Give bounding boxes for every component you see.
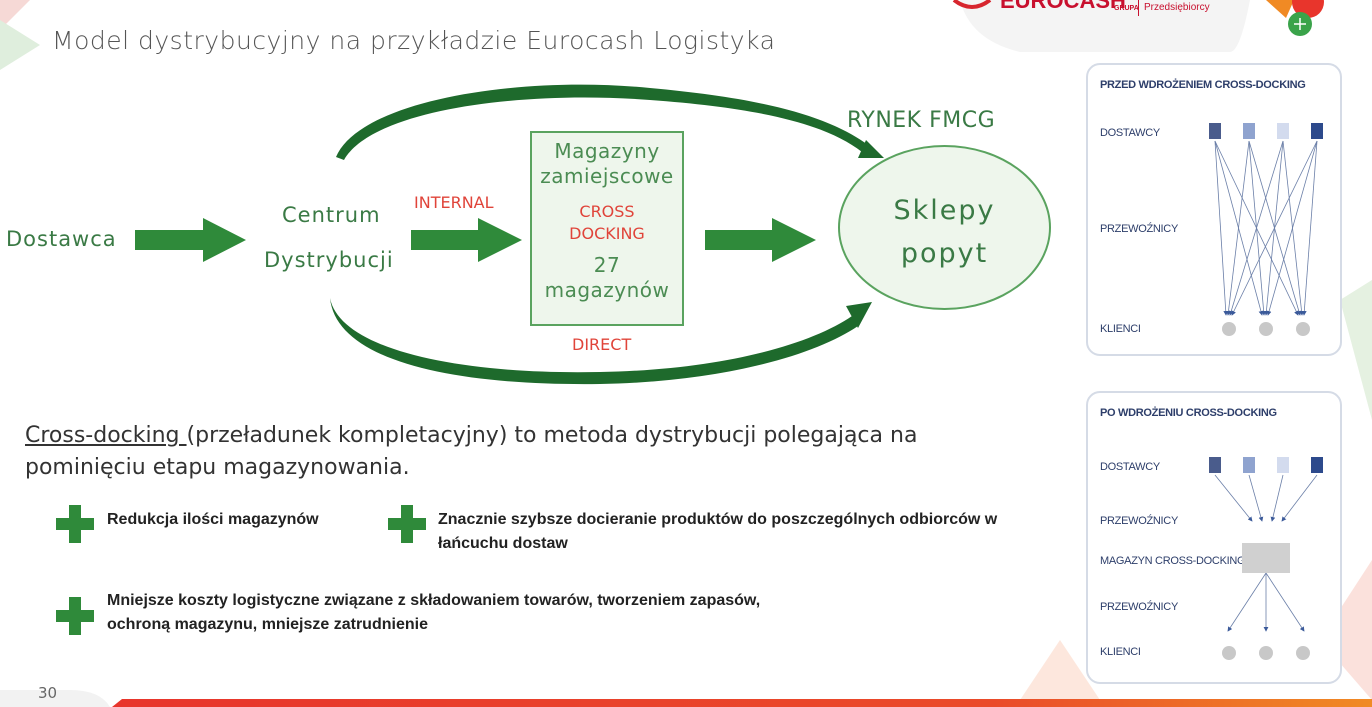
- after-network-graphic: [1209, 457, 1323, 660]
- logo-group: GRUPA: [1114, 5, 1139, 12]
- arrow-supplier-to-center: [135, 218, 246, 262]
- logo-mark-icon: [952, 0, 992, 9]
- distribution-center-line2: Dystrybucji: [264, 248, 394, 272]
- before-network-graphic: [1209, 123, 1323, 336]
- carriers-label: PRZEWOŹNICY: [1100, 601, 1178, 613]
- supplier-label: Dostawca: [6, 227, 117, 251]
- carriers-label: PRZEWOŹNICY: [1100, 515, 1178, 527]
- curve-top-arrow: [336, 84, 872, 160]
- distribution-center-line1: Centrum: [282, 203, 381, 227]
- warehouse-line1: Magazyny: [554, 139, 660, 163]
- cross-docking-warehouse-label: MAGAZYN CROSS-DOCKING: [1100, 555, 1246, 567]
- badge-icon: [1266, 0, 1324, 36]
- before-panel-title: PRZED WDROŻENIEM CROSS-DOCKING: [1100, 79, 1306, 91]
- after-panel-title: PO WDROŻENIU CROSS-DOCKING: [1100, 407, 1277, 419]
- carriers-label: PRZEWOŹNICY: [1100, 223, 1178, 235]
- suppliers-label: DOSTAWCY: [1100, 127, 1160, 139]
- curve-bottom-arrow: [330, 298, 858, 385]
- footer-bar: [0, 690, 1372, 707]
- cross-docking-line1: CROSS: [579, 202, 635, 221]
- market-label: RYNEK FMCG: [847, 108, 996, 133]
- logo-brand: EUROCASH: [1000, 0, 1126, 13]
- shops-line2: popyt: [900, 238, 989, 269]
- clients-label: KLIENCI: [1100, 646, 1141, 658]
- logo-divider: [1138, 0, 1139, 16]
- page-number: 30: [38, 684, 58, 702]
- clients-label: KLIENCI: [1100, 323, 1141, 335]
- benefit-item: Znacznie szybsze docieranie produktów do…: [438, 511, 998, 552]
- definition-term: Cross-docking: [25, 423, 187, 448]
- benefit-item: Mniejsze koszty logistyczne związane z s…: [107, 592, 761, 633]
- benefit-item: Redukcja ilości magazynów: [107, 511, 319, 528]
- shops-oval: Sklepy popyt: [838, 145, 1051, 310]
- eurocash-logo: EUROCASH GRUPA Przedsiębiorcy: [948, 0, 1210, 22]
- cross-docking-definition: Cross-docking (przeładunek kompletacyjny…: [25, 420, 1035, 484]
- direct-label: DIRECT: [572, 335, 632, 354]
- internal-label: INTERNAL: [414, 193, 494, 212]
- warehouse-count: 27: [593, 253, 621, 277]
- plus-icon: [56, 505, 94, 543]
- arrow-center-to-warehouse: [411, 218, 522, 262]
- logo-tagline: Przedsiębiorcy: [1144, 2, 1210, 13]
- warehouse-line2: zamiejscowe: [540, 164, 674, 188]
- definition-text: (przeładunek kompletacyjny) to metoda dy…: [25, 423, 918, 480]
- flow-diagram: [135, 84, 884, 385]
- cross-docking-line2: DOCKING: [569, 224, 645, 243]
- arrow-warehouse-to-shops: [705, 218, 816, 262]
- page-title: Model dystrybucyjny na przykładzie Euroc…: [52, 26, 776, 55]
- warehouse-count-label: magazynów: [544, 278, 670, 302]
- plus-icon: [388, 505, 426, 543]
- before-cross-docking-panel: PRZED WDROŻENIEM CROSS-DOCKING DOSTAWCY …: [1086, 63, 1342, 356]
- plus-icon: [56, 597, 94, 635]
- shops-line1: Sklepy: [893, 195, 996, 226]
- suppliers-label: DOSTAWCY: [1100, 461, 1160, 473]
- after-cross-docking-panel: PO WDROŻENIU CROSS-DOCKING DOSTAWCY PRZE…: [1086, 391, 1342, 684]
- warehouse-box: Magazyny zamiejscowe CROSS DOCKING 27 ma…: [530, 131, 684, 326]
